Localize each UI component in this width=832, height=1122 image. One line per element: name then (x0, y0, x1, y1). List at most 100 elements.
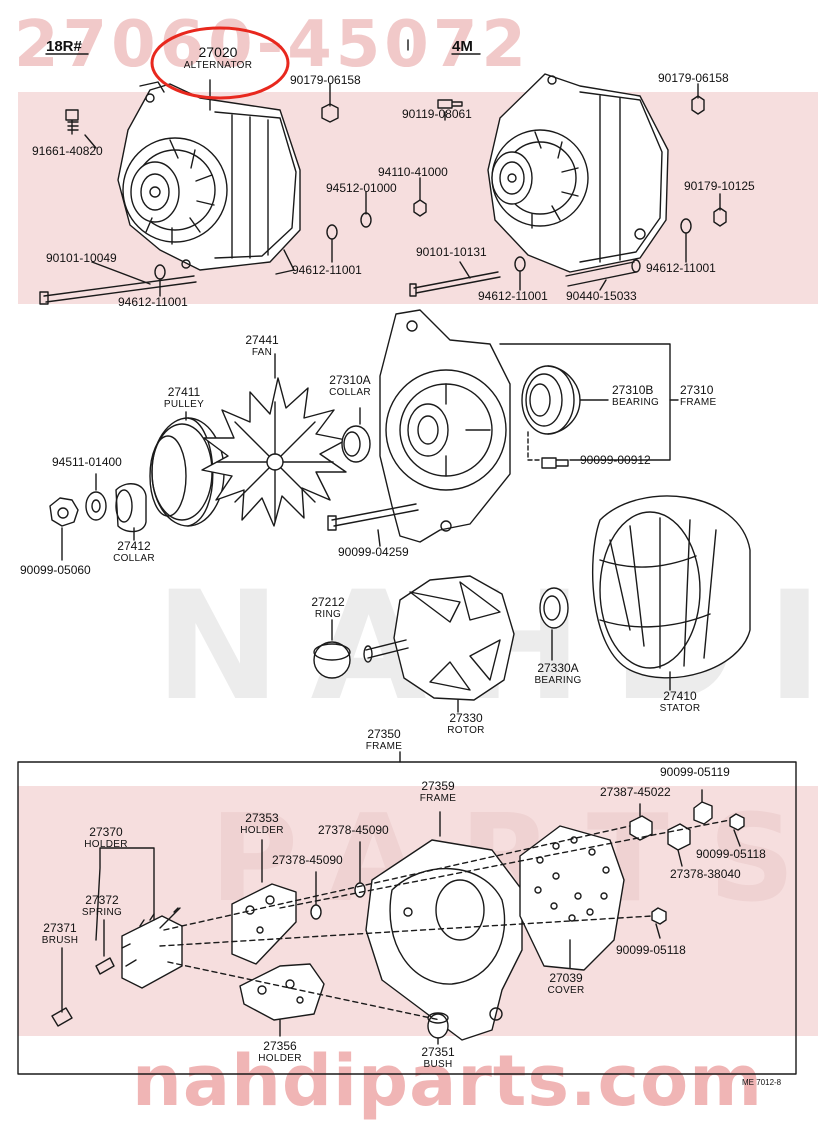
rear-frame (365, 811, 523, 1041)
rotor (363, 575, 515, 713)
holder-27356 (239, 963, 325, 1037)
callout-90099-04259: 90099-04259 (338, 545, 409, 559)
callout-90440-15033: 90440-15033 (566, 289, 637, 303)
callout-90101-10049: 90101-10049 (46, 251, 117, 265)
callout-frame-27310: 27310 FRAME (680, 383, 717, 409)
callout-91661-40820: 91661-40820 (32, 144, 103, 158)
brush-holder-number: 27370 (89, 825, 123, 839)
callout-fan: 27441 FAN (245, 333, 279, 359)
callout-collar-27412: 27412 COLLAR (113, 539, 155, 565)
callout-90099-00912: 90099-00912 (580, 453, 651, 467)
watermark-part-number: 27060-45072 (14, 8, 530, 82)
callout-94612-11001-a: 94612-11001 (292, 263, 362, 277)
rotor-name: ROTOR (447, 725, 485, 736)
stator (592, 495, 751, 691)
rear-frame-group-box (17, 761, 797, 1075)
callout-frame-27359: 27359 FRAME (419, 780, 457, 805)
alternator-4m (487, 73, 669, 273)
callout-bearing-27330a: 27330A BEARING (534, 661, 582, 687)
frame-27310-name: FRAME (680, 397, 717, 408)
collar-name: COLLAR (113, 553, 155, 564)
callout-holder-27356: 27356 HOLDER (258, 1039, 302, 1065)
callout-bush: 27351 BUSH (421, 1045, 455, 1071)
assembly-lines (159, 819, 731, 1021)
pulley-number: 27411 (167, 385, 201, 399)
callout-holder-27353: 27353 HOLDER (240, 811, 283, 837)
callout-ring: 27212 RING (311, 595, 345, 621)
callout-90099-05060: 90099-05060 (20, 563, 91, 577)
collar-number: 27412 (117, 539, 151, 553)
callout-stator: 27410 STATOR (659, 689, 701, 715)
variant-tag-18r: 18R# (46, 38, 82, 55)
cover (519, 825, 625, 971)
callout-27378-45090-b: 27378-45090 (272, 853, 343, 867)
brush-holder-assembly (51, 907, 183, 1027)
cover-name: COVER (547, 985, 585, 996)
alternator-name: ALTERNATOR (183, 60, 253, 71)
alternator-number: 27020 (198, 44, 238, 60)
callout-94612-11001-c: 94612-11001 (478, 289, 548, 303)
callout-90179-06158-right: 90179-06158 (658, 71, 729, 85)
watermark-site: nahdiparts.com (132, 1040, 764, 1122)
frame-27350-number: 27350 (367, 727, 401, 741)
bush-number: 27351 (421, 1045, 455, 1059)
callout-cover: 27039 COVER (547, 972, 585, 997)
callout-frame-27350: 27350 FRAME (365, 727, 403, 753)
brush-name: BRUSH (41, 935, 79, 946)
rotor-number: 27330 (449, 711, 483, 725)
spring-number: 27372 (85, 893, 119, 907)
callout-94512-01000: 94512-01000 (326, 181, 397, 195)
callout-90099-05118-b: 90099-05118 (616, 943, 686, 957)
stator-name: STATOR (659, 703, 701, 714)
callout-90179-06158-left: 90179-06158 (290, 73, 361, 87)
bearing-a-number: 27330A (537, 661, 579, 675)
bush-name: BUSH (423, 1059, 453, 1070)
fan-name: FAN (251, 347, 273, 358)
callout-90119-08061: 90119-08061 (402, 107, 472, 121)
callout-94612-11001-d: 94612-11001 (118, 295, 188, 309)
callout-27378-45090-a: 27378-45090 (318, 823, 389, 837)
callout-pulley: 27411 PULLEY (163, 385, 205, 411)
holder-27353-number: 27353 (245, 811, 279, 825)
top-hardware (39, 79, 727, 305)
frame-27359-name: FRAME (419, 793, 457, 804)
drawing-code: ME 7012-8 (742, 1078, 782, 1087)
frame-27310-number: 27310 (680, 383, 714, 397)
callout-90099-05119: 90099-05119 (660, 765, 730, 779)
callout-94110-41000: 94110-41000 (378, 165, 448, 179)
frame-27350-name: FRAME (365, 741, 403, 752)
callout-brush: 27371 BRUSH (41, 921, 79, 947)
ring-number: 27212 (311, 595, 345, 609)
callout-rotor: 27330 ROTOR (447, 711, 485, 737)
callout-27378-38040: 27378-38040 (670, 867, 741, 881)
collar-a-number: 27310A (329, 373, 371, 387)
ring-name: RING (314, 609, 342, 620)
callout-spring: 27372 SPRING (81, 893, 123, 919)
brush-holder-name: HOLDER (84, 839, 128, 850)
brush-number: 27371 (43, 921, 77, 935)
collar-a-name: COLLAR (329, 387, 371, 398)
callout-90101-10131: 90101-10131 (416, 245, 487, 259)
callout-bearing-27310b: 27310B BEARING (612, 384, 659, 409)
callout-27387-45022: 27387-45022 (600, 785, 671, 799)
callout-94511-01400: 94511-01400 (52, 455, 122, 469)
fan (201, 353, 347, 527)
callout-collar-27310a: 27310A COLLAR (329, 373, 371, 399)
alternator-label[interactable]: 27020 ALTERNATOR (183, 44, 253, 71)
holder-27356-number: 27356 (263, 1039, 297, 1053)
callout-94612-11001-b: 94612-11001 (646, 261, 716, 275)
stator-number: 27410 (663, 689, 697, 703)
holder-27356-name: HOLDER (258, 1053, 302, 1064)
pulley-name: PULLEY (163, 399, 205, 410)
front-bearing (521, 365, 609, 435)
spring-name: SPRING (81, 907, 123, 918)
callout-brush-holder: 27370 HOLDER (84, 825, 128, 851)
bearing-a-name: BEARING (534, 675, 582, 686)
callout-90099-05118-a: 90099-05118 (696, 847, 766, 861)
fan-number: 27441 (245, 333, 279, 347)
nut (49, 497, 79, 561)
variant-tag-4m: 4M (452, 38, 473, 55)
